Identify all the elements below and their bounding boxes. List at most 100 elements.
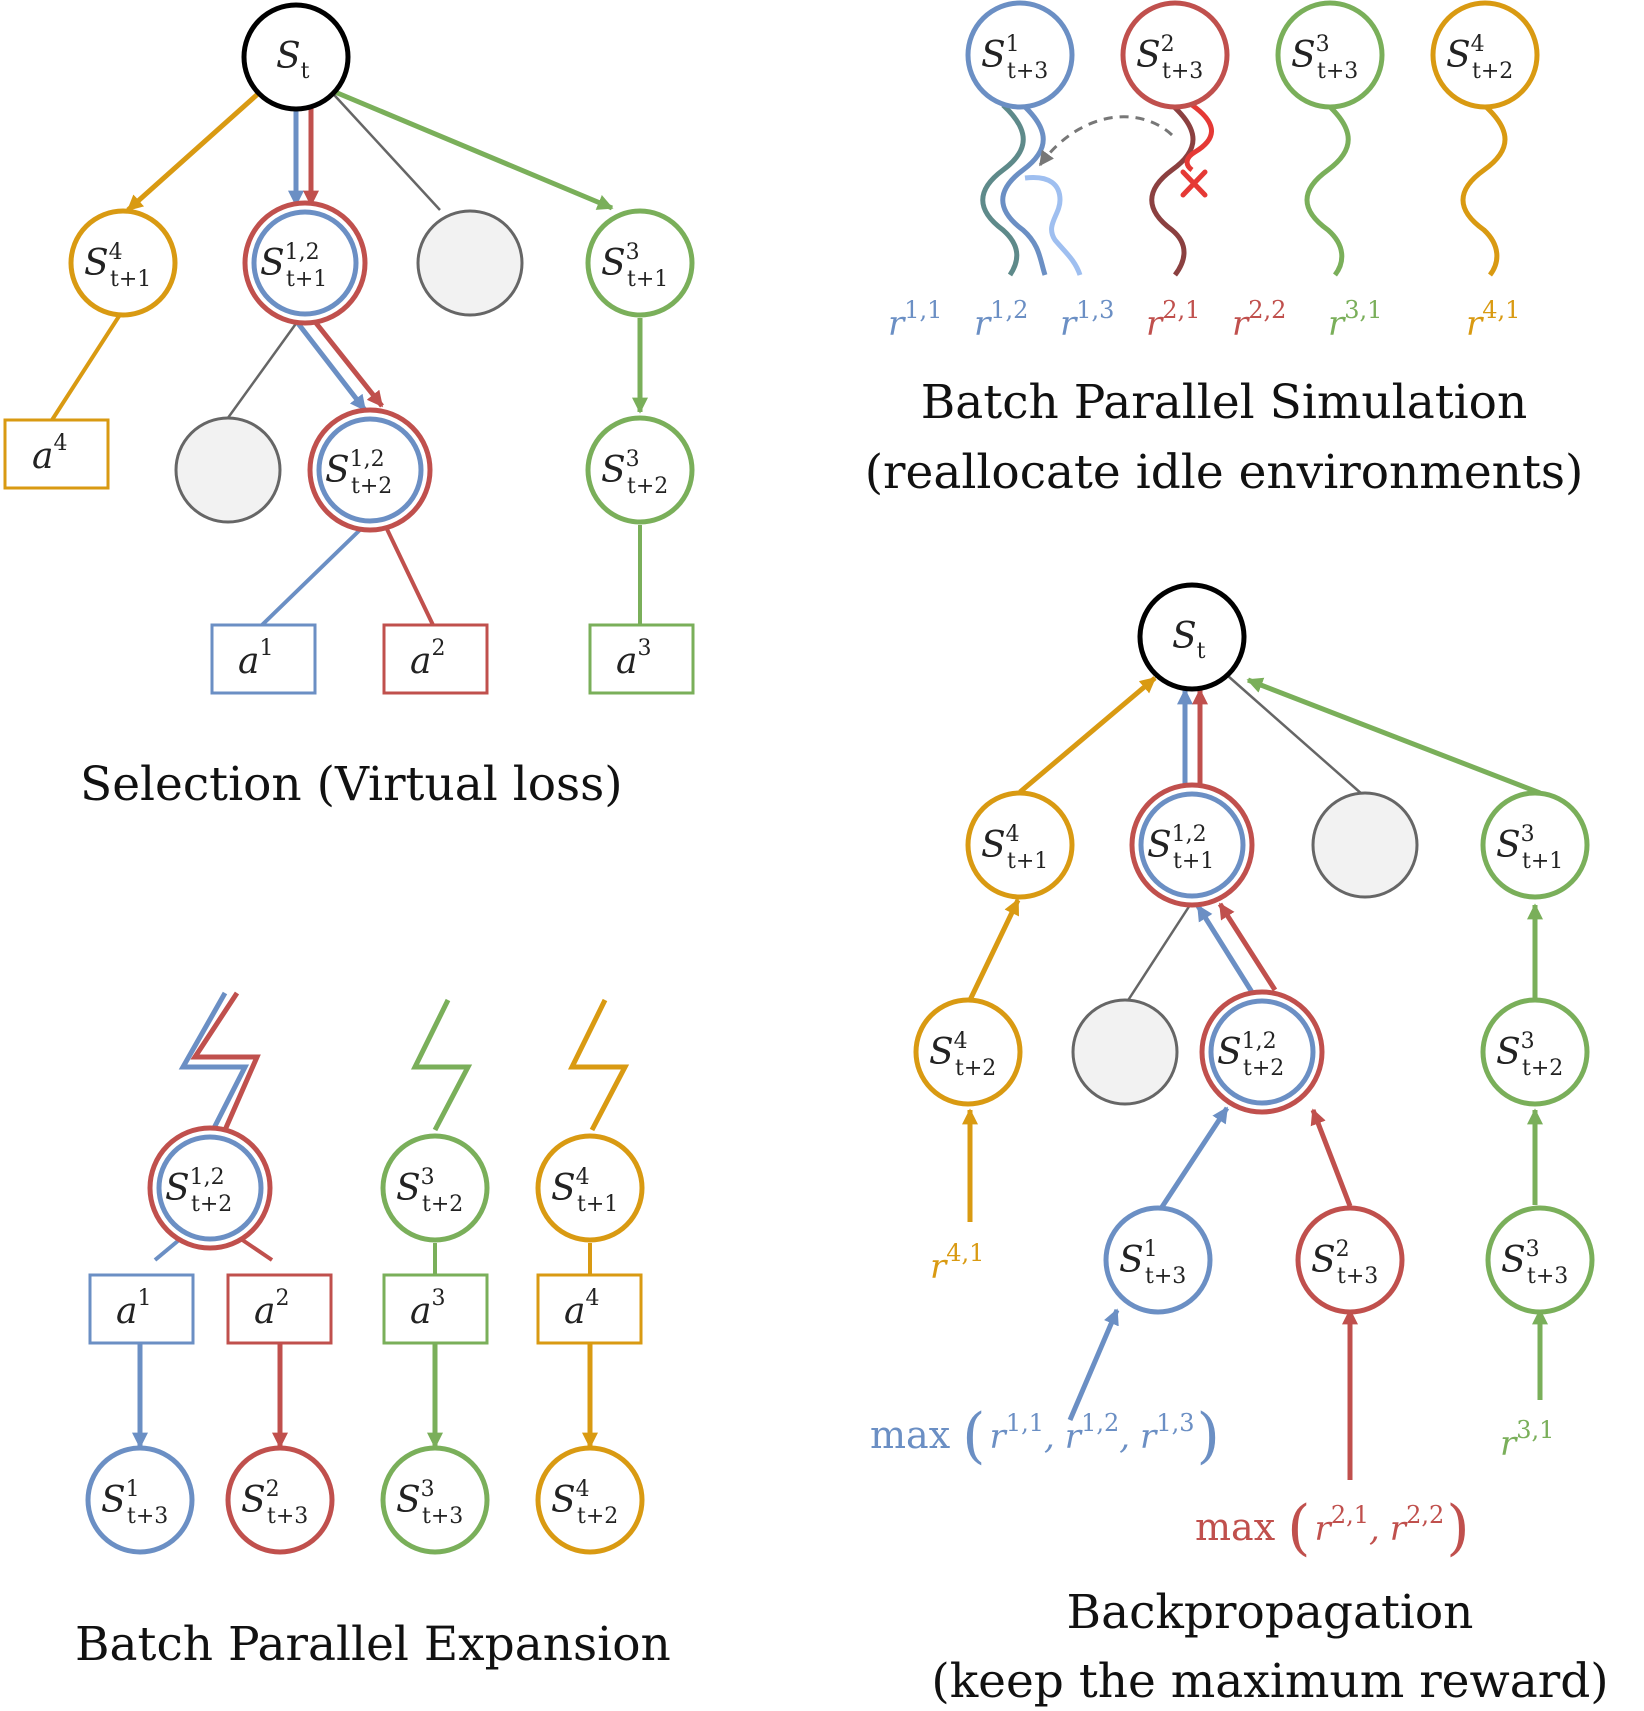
close-icon (1180, 169, 1208, 198)
edge-root-s3 (334, 89, 614, 211)
edge-s12-s12t2-red (310, 316, 384, 408)
action-box-a1 (210, 623, 317, 695)
node-s3-t2 (1480, 997, 1590, 1107)
rollout-path (1024, 174, 1083, 276)
backprop-arrow (1310, 1108, 1353, 1207)
action-label: a3 (410, 1286, 445, 1332)
edge-root-s4 (126, 90, 262, 212)
caption-expansion: Batch Parallel Expansion (75, 1617, 671, 1672)
action-box-a3 (382, 1273, 489, 1345)
node-s3-t3 (1485, 1205, 1595, 1315)
edge-s12-unexplored (223, 317, 302, 423)
edge-s12-s12t2-blue (295, 320, 367, 412)
max-expression-red: max(r2,1,r2,2) (1195, 1493, 1470, 1563)
caption-simulation-line2: (reallocate idle environments) (865, 445, 1584, 500)
action-label: a4 (564, 1286, 599, 1332)
action-box-a4 (3, 418, 110, 490)
node-s1-t3 (85, 1445, 195, 1555)
node-s3-t1 (585, 208, 695, 318)
node-s3-t2 (585, 415, 695, 525)
node-s2-t3 (1295, 1205, 1405, 1315)
node-s4-t2 (535, 1445, 645, 1555)
unexplored-node (174, 416, 282, 524)
node-s12-t2-inner (156, 1134, 264, 1242)
rollout-path (980, 103, 1026, 277)
action-label: a3 (616, 636, 651, 682)
edge-root-unexplored (324, 84, 441, 211)
action-label: a1 (238, 636, 273, 682)
backprop-arrow (1217, 902, 1278, 992)
node-s4-t2 (913, 997, 1023, 1107)
node-s12-t2-inner (316, 416, 424, 524)
reward-label: r2,1 (1146, 296, 1200, 344)
rollout-path (1000, 103, 1048, 276)
reward-label: r4,1 (930, 1239, 984, 1287)
rollout-path (1184, 102, 1214, 173)
unexplored-node (1311, 791, 1419, 899)
action-box-a4 (536, 1273, 643, 1345)
unexplored-node (1071, 998, 1179, 1106)
caption-backprop-line2: (keep the maximum reward) (931, 1654, 1608, 1709)
node-s3-t1 (1480, 790, 1590, 900)
reward-label: r1,2 (974, 296, 1028, 344)
reward-label: r1,1 (888, 296, 942, 344)
action-box-a3 (588, 623, 695, 695)
node-s12-t1-inner (1138, 791, 1246, 899)
caption-simulation-line1: Batch Parallel Simulation (921, 375, 1527, 430)
node-label: St (1172, 616, 1206, 664)
lightning-icon (190, 991, 261, 1132)
rollout-path (1460, 103, 1508, 277)
max-expression-blue: max(r1,1,r1,2,r1,3) (870, 1401, 1220, 1471)
lightning-icon (410, 998, 473, 1132)
edge-s12t2-a2 (383, 524, 435, 626)
node-s2-t3 (225, 1445, 335, 1555)
rollout-path (1304, 103, 1351, 277)
lightning-icon (567, 998, 630, 1132)
node-s1-t3 (1103, 1205, 1213, 1315)
action-label: a2 (410, 636, 445, 682)
caption-selection: Selection (Virtual loss) (80, 757, 623, 812)
node-s4-t1 (535, 1133, 645, 1243)
reward-label: r1,3 (1060, 296, 1114, 344)
node-s12-t1-inner (251, 209, 359, 317)
backprop-arrow (1195, 904, 1258, 999)
action-box-a2 (226, 1273, 333, 1345)
reward-label: r3,1 (1328, 296, 1382, 344)
edge-s4-a4 (50, 308, 125, 422)
edge-unexplored (1227, 675, 1364, 796)
action-label: a4 (32, 431, 67, 477)
action-label: a2 (254, 1286, 289, 1332)
lightning-icon (178, 991, 250, 1132)
node-s4-t1 (965, 790, 1075, 900)
node-s4-t2 (1430, 0, 1540, 110)
node-s2-t3 (1120, 0, 1230, 110)
rollout-path (1149, 103, 1196, 277)
reallocation-arrow (1038, 115, 1174, 167)
caption-backprop-line1: Backpropagation (1067, 1585, 1474, 1640)
